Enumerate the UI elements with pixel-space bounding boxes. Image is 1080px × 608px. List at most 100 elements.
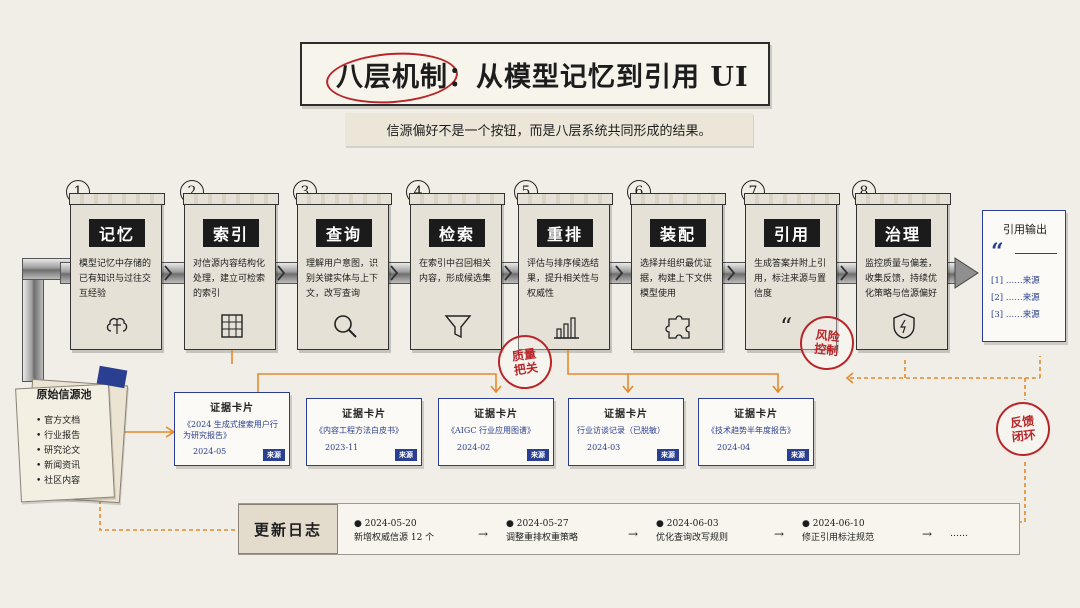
feedback-loop-stamp: 反馈闭环 bbox=[993, 399, 1053, 459]
card-document: 《内容工程方法白皮书》 bbox=[315, 426, 403, 435]
step-block: 治理 监控质量与偏差，收集反馈，持续优化策略与信源偏好 bbox=[855, 193, 951, 350]
puzzle-icon bbox=[665, 315, 690, 339]
card-document: 《技术趋势半年度报告》 bbox=[707, 426, 795, 435]
update-log-label: 更新日志 bbox=[238, 504, 338, 554]
funnel-icon bbox=[444, 315, 472, 339]
magnifier-icon bbox=[334, 315, 357, 338]
step-description: 评估与排序候选结果，提升相关性与权威性 bbox=[527, 259, 600, 299]
source-pool: 原始信源池 官方文档 行业报告 研究论文 新闻资讯 社区内容 bbox=[14, 365, 128, 504]
arrow-right-icon: → bbox=[478, 527, 489, 541]
log-entry: ● 2024-06-10 修正引用标注规范 bbox=[802, 519, 875, 543]
citation-item: [1] ……来源 bbox=[991, 276, 1040, 286]
source-item: 官方文档 bbox=[36, 414, 80, 429]
step-battlement bbox=[296, 193, 392, 205]
step-label: 查询 bbox=[316, 219, 372, 247]
step-battlement bbox=[517, 193, 613, 205]
step-label: 治理 bbox=[875, 219, 931, 247]
log-date: 2024-05-20 bbox=[364, 519, 417, 529]
step-description: 在索引中召回相关内容，形成候选集 bbox=[419, 259, 492, 284]
citation-item: [3] ……来源 bbox=[991, 310, 1040, 320]
log-text: 修正引用标注规范 bbox=[802, 533, 875, 543]
page-title: 八层机制：从模型记忆到引用 UI bbox=[336, 61, 749, 93]
step-battlement bbox=[409, 193, 505, 205]
bar-chart-icon bbox=[554, 317, 579, 339]
step-battlement bbox=[183, 193, 279, 205]
card-title: 证据卡片 bbox=[474, 409, 518, 420]
card-title: 证据卡片 bbox=[734, 409, 778, 420]
grid-document-icon bbox=[221, 314, 243, 338]
log-ellipsis: …… bbox=[950, 529, 968, 539]
citation-output: 引用输出 “ [1] ……来源 [2] ……来源 [3] ……来源 bbox=[982, 210, 1066, 342]
step-label: 引用 bbox=[764, 219, 820, 247]
card-date: 2023-11 bbox=[325, 443, 359, 452]
step-label: 装配 bbox=[650, 219, 706, 247]
step-block: 装配 选择并组织最优证据，构建上下文供模型使用 bbox=[630, 193, 726, 350]
step-description: 监控质量与偏差，收集反馈，持续优化策略与信源偏好 bbox=[865, 259, 938, 299]
svg-text:“: “ bbox=[780, 313, 792, 341]
source-tag: 来源 bbox=[263, 449, 285, 461]
log-date: 2024-06-10 bbox=[812, 519, 865, 529]
log-date: 2024-05-27 bbox=[516, 519, 569, 529]
log-entry: ● 2024-06-03 优化查询改写规则 bbox=[656, 519, 729, 543]
step-battlement bbox=[855, 193, 951, 205]
step-label: 索引 bbox=[203, 219, 259, 247]
step-block: 索引 对信源内容结构化处理，建立可检索的索引 bbox=[183, 193, 279, 350]
step-description: 模型记忆中存储的已有知识与过往交互经验 bbox=[79, 259, 152, 299]
card-date: 2024-03 bbox=[587, 443, 621, 452]
evidence-card: 证据卡片 《内容工程方法白皮书》 2023-11 来源 bbox=[306, 398, 422, 466]
step-block: 查询 理解用户意图，识别关键实体与上下文，改写查询 bbox=[296, 193, 392, 350]
log-entry: ● 2024-05-20 新增权威信源 12 个 bbox=[354, 519, 435, 543]
source-item: 新闻资讯 bbox=[36, 459, 80, 474]
evidence-card: 证据卡片 《2024 生成式搜索用户行为研究报告》 2024-05 来源 bbox=[174, 392, 290, 466]
stamp-text: 质量把关 bbox=[511, 346, 539, 378]
card-title: 证据卡片 bbox=[604, 409, 648, 420]
evidence-card: 证据卡片 《技术趋势半年度报告》 2024-04 来源 bbox=[698, 398, 814, 466]
evidence-card: 证据卡片 《AIGC 行业应用图谱》 2024-02 来源 bbox=[438, 398, 554, 466]
source-tag: 来源 bbox=[527, 449, 549, 461]
shield-icon bbox=[893, 313, 915, 339]
log-text: 新增权威信源 12 个 bbox=[354, 533, 435, 543]
card-document: 《2024 生成式搜索用户行为研究报告》 bbox=[183, 420, 278, 440]
source-item: 行业报告 bbox=[36, 429, 80, 444]
source-tag: 来源 bbox=[657, 449, 679, 461]
title-panel: 八层机制：从模型记忆到引用 UI bbox=[300, 42, 770, 108]
step-block: 引用 生成答案并附上引用，标注来源与置信度 “ bbox=[744, 193, 840, 350]
quote-mark-icon: “ bbox=[991, 239, 1004, 265]
source-pool-title: 原始信源池 bbox=[36, 388, 92, 401]
step-battlement bbox=[630, 193, 726, 205]
log-entry: ● 2024-05-27 调整重排权重策略 bbox=[506, 519, 579, 543]
arrow-right-icon: → bbox=[774, 527, 785, 541]
source-tag: 来源 bbox=[787, 449, 809, 461]
stamp-text: 风险控制 bbox=[813, 327, 841, 359]
quote-icon: “ bbox=[780, 313, 792, 341]
step-label: 记忆 bbox=[89, 219, 145, 247]
step-label: 检索 bbox=[429, 219, 485, 247]
step-description: 理解用户意图，识别关键实体与上下文，改写查询 bbox=[306, 259, 379, 299]
source-pipe-vertical bbox=[22, 262, 44, 382]
source-tag: 来源 bbox=[395, 449, 417, 461]
step-battlement bbox=[744, 193, 840, 205]
arrow-right-icon: → bbox=[628, 527, 639, 541]
card-document: 行业访谈记录（已脱敏） bbox=[577, 426, 665, 435]
step-block: 重排 评估与排序候选结果，提升相关性与权威性 bbox=[517, 193, 613, 350]
card-title: 证据卡片 bbox=[210, 403, 254, 414]
source-list: 官方文档 行业报告 研究论文 新闻资讯 社区内容 bbox=[36, 414, 80, 489]
step-battlement bbox=[69, 193, 165, 205]
citation-list: [1] ……来源 [2] ……来源 [3] ……来源 bbox=[991, 273, 1040, 324]
citation-output-title: 引用输出 bbox=[1003, 223, 1047, 236]
step-label: 重排 bbox=[537, 219, 593, 247]
step-description: 选择并组织最优证据，构建上下文供模型使用 bbox=[640, 259, 713, 299]
step-description: 对信源内容结构化处理，建立可检索的索引 bbox=[193, 259, 266, 299]
source-item: 研究论文 bbox=[36, 444, 80, 459]
log-date: 2024-06-03 bbox=[666, 519, 719, 529]
card-date: 2024-02 bbox=[457, 443, 491, 452]
card-date: 2024-04 bbox=[717, 443, 751, 452]
arrow-right-icon: → bbox=[922, 527, 933, 541]
quote-underline bbox=[1015, 253, 1057, 254]
card-date: 2024-05 bbox=[193, 447, 227, 456]
citation-item: [2] ……来源 bbox=[991, 293, 1040, 303]
update-log-strip bbox=[238, 503, 1020, 555]
subtitle: 信源偏好不是一个按钮，而是八层系统共同形成的结果。 bbox=[345, 113, 753, 146]
evidence-card: 证据卡片 行业访谈记录（已脱敏） 2024-03 来源 bbox=[568, 398, 684, 466]
step-block: 检索 在索引中召回相关内容，形成候选集 bbox=[409, 193, 505, 350]
